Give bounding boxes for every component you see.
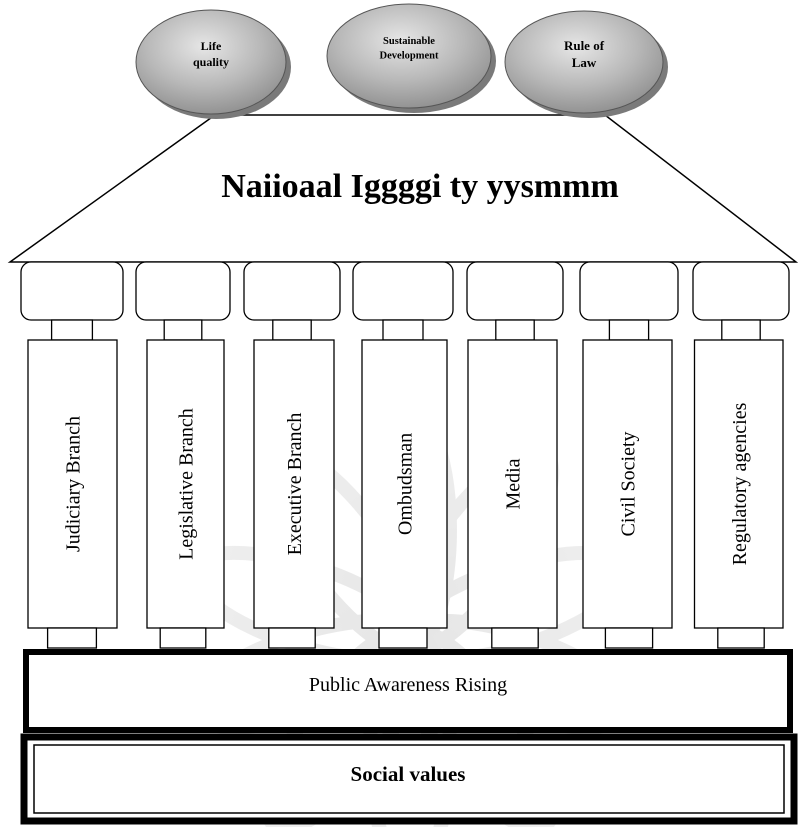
pillar-capital — [352, 261, 454, 321]
pillar-capital — [692, 261, 790, 321]
pillar-base — [46, 627, 98, 649]
pillar-base — [717, 627, 765, 649]
pillar: Civil Society — [579, 261, 679, 649]
goal-label-line: Development — [380, 51, 439, 62]
social-values-block: Social values — [20, 733, 798, 825]
goal-oval — [326, 3, 492, 109]
pillar: Ombudsman — [352, 261, 454, 649]
pillar-shaft — [27, 339, 118, 629]
pillar-capital — [135, 261, 231, 321]
pillar-label: Civil Society — [618, 432, 640, 537]
public-awareness-block: Public Awareness Rising — [23, 649, 793, 733]
pillar-capital — [20, 261, 124, 321]
pillar-neck — [50, 319, 94, 341]
roof-pediment — [7, 114, 798, 263]
pillar-neck — [608, 319, 650, 341]
pillar: Regulatory agencies — [692, 261, 790, 649]
pillar-label: Ombudsman — [395, 433, 417, 535]
pillars-row: Judiciary Branch Legislative Branch Execut… — [20, 261, 790, 649]
pillar-neck — [272, 319, 312, 341]
goal-label-line: Law — [572, 55, 597, 70]
pillar: Media — [466, 261, 564, 649]
goal-oval — [135, 9, 287, 115]
pillar-label: Media — [503, 458, 525, 509]
pillar-neck — [163, 319, 203, 341]
pillar-label: Regulatory agencies — [729, 402, 751, 565]
pillar-capital — [243, 261, 341, 321]
pillar-label: Legislative Branch — [176, 408, 198, 560]
goal-label-line: Rule of — [564, 38, 605, 53]
pillar-base — [378, 627, 428, 649]
public-awareness-label: Public Awareness Rising — [309, 674, 507, 696]
pillar-label: Judiciary Branch — [63, 416, 85, 552]
pillar-shaft — [253, 339, 335, 629]
pillar-base — [491, 627, 539, 649]
pillar-shaft — [467, 339, 558, 629]
roof-title: Naiioaal Iggggi ty yysmmm — [221, 168, 619, 205]
pillar-label: Executive Branch — [284, 413, 306, 556]
goal-label-line: Sustainable — [383, 36, 435, 47]
social-values-label: Social values — [351, 762, 466, 786]
pillar-shaft — [693, 339, 784, 629]
goal-rule-of-law: Rule of Law — [504, 10, 668, 118]
pillar-capital — [466, 261, 564, 321]
pillar: Executive Branch — [243, 261, 341, 649]
pillar: Legislative Branch — [135, 261, 231, 649]
goal-life-quality: Life quality — [135, 9, 291, 119]
goal-label-line: quality — [193, 55, 229, 69]
pillar-neck — [382, 319, 424, 341]
pillar-base — [604, 627, 654, 649]
goal-oval — [504, 10, 664, 114]
pillar-base — [268, 627, 316, 649]
pillar-shaft — [361, 339, 448, 629]
pillar-base — [159, 627, 207, 649]
pillar-neck — [495, 319, 535, 341]
pillar-shaft — [582, 339, 673, 629]
pillar: Judiciary Branch — [20, 261, 124, 649]
pillar-capital — [579, 261, 679, 321]
goal-label-line: Life — [201, 39, 222, 53]
pillar-neck — [721, 319, 761, 341]
